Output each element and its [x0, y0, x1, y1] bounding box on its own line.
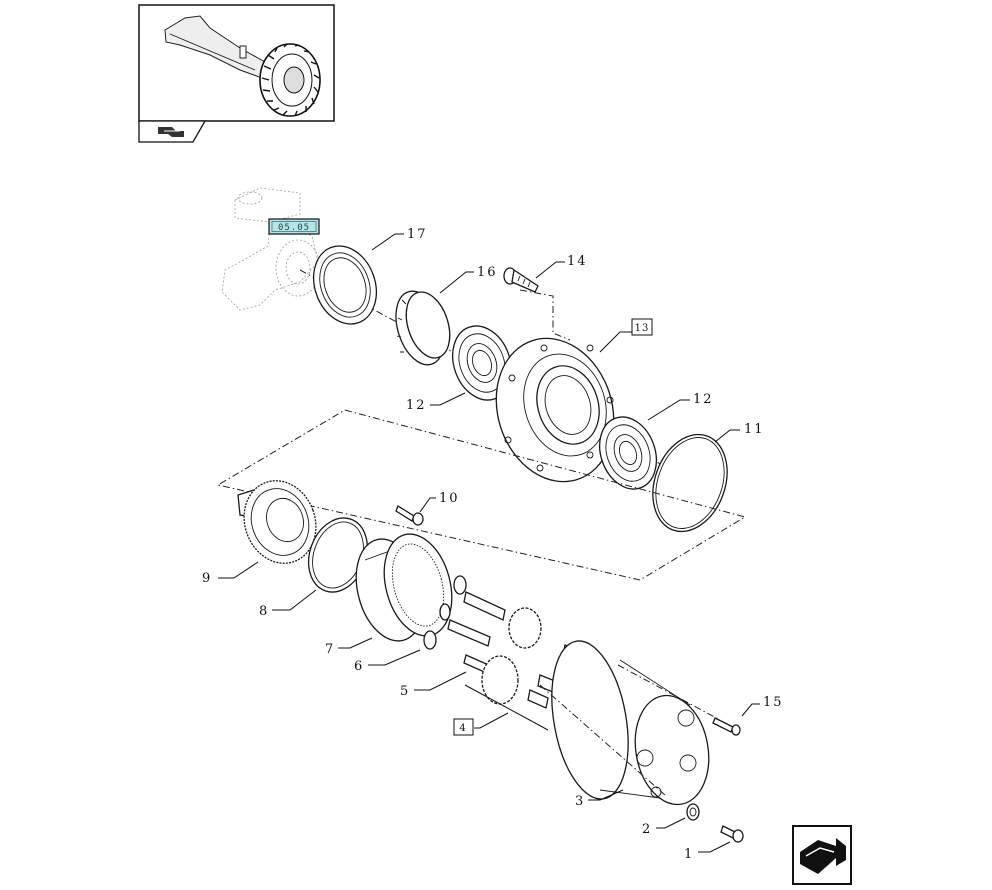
- callouts: 17 16 14 13 12 12 11 10 9 8 7 6 5 4 3 2 …: [202, 227, 784, 862]
- part-1-drain-plug: [720, 825, 744, 843]
- callout-4-box[interactable]: 4: [453, 718, 474, 736]
- return-button[interactable]: [792, 825, 852, 885]
- steering-knuckle: [221, 187, 321, 311]
- return-arrow-icon: [800, 838, 846, 874]
- callout-10[interactable]: 10: [439, 491, 460, 506]
- assembly-boundary: [216, 409, 747, 581]
- part-9-sun-gear: [237, 480, 317, 564]
- part-11-o-ring: [652, 433, 728, 533]
- callout-15[interactable]: 15: [763, 695, 784, 710]
- callout-9[interactable]: 9: [202, 571, 212, 586]
- part-7-ring-gear: [355, 533, 453, 642]
- callout-13: 13: [635, 323, 650, 334]
- callout-17[interactable]: 17: [407, 227, 428, 242]
- bolt-axis: [519, 289, 571, 341]
- lower-axis: [539, 684, 666, 796]
- part-16-bearing-cup: [395, 290, 451, 366]
- callout-7[interactable]: 7: [325, 642, 335, 657]
- bolt-15-axis: [617, 664, 721, 721]
- location-thumbnail[interactable]: [138, 4, 335, 143]
- callout-5[interactable]: 5: [400, 684, 410, 699]
- part-6-snap-rings: [423, 575, 467, 650]
- callout-6[interactable]: 6: [354, 659, 364, 674]
- leader-lines: [218, 233, 760, 853]
- part-12-bearing-right: [598, 416, 658, 490]
- part-13-wheel-hub: [495, 337, 615, 483]
- part-12-bearing-left: [452, 325, 512, 401]
- callout-4: 4: [459, 723, 466, 734]
- callout-2[interactable]: 2: [642, 822, 652, 837]
- book-arrow-icon: [158, 127, 184, 137]
- callout-11[interactable]: 11: [744, 422, 765, 437]
- part-10-bolt: [395, 505, 424, 526]
- callout-12-right[interactable]: 12: [693, 392, 714, 407]
- callout-3[interactable]: 3: [575, 794, 585, 809]
- callout-16[interactable]: 16: [477, 265, 498, 280]
- part-4-planet-gears: [481, 607, 583, 709]
- reference-tag-text: 05.05: [278, 223, 310, 233]
- part-14-bolt: [503, 267, 539, 293]
- reference-tag[interactable]: 05.05: [268, 218, 320, 235]
- callout-8[interactable]: 8: [259, 604, 269, 619]
- part-3-planetary-housing: [551, 640, 710, 806]
- callout-14[interactable]: 14: [567, 254, 588, 269]
- callout-1[interactable]: 1: [684, 847, 694, 862]
- callout-12-left[interactable]: 12: [406, 398, 427, 413]
- part-15-bolt: [712, 717, 741, 736]
- part-2-washer: [686, 803, 700, 821]
- tractor-axle-wheel-icon: [164, 15, 321, 117]
- part-17-seal-ring: [313, 245, 377, 325]
- callout-13-box[interactable]: 13: [631, 318, 653, 336]
